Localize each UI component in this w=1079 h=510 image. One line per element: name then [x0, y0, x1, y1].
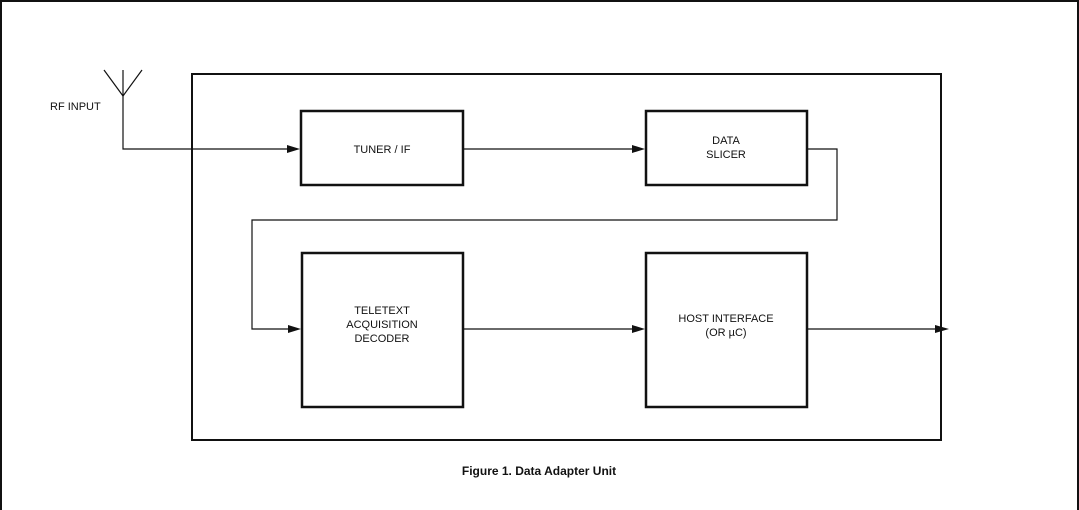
data-slicer-block	[644, 109, 809, 187]
host-label-line2: (OR µC)	[705, 327, 746, 339]
tuner-if-label: TUNER / IF	[354, 144, 411, 156]
arrowhead-output	[935, 325, 949, 333]
figure-caption: Figure 1. Data Adapter Unit	[462, 464, 616, 478]
wire-slicer-to-decoder	[251, 148, 838, 330]
data-slicer-label-line1: DATA	[712, 135, 740, 147]
data-slicer-label-line2: SLICER	[706, 149, 746, 161]
teletext-decoder-block	[300, 251, 465, 409]
host-interface-block	[644, 251, 809, 409]
arrowhead-slicer	[632, 145, 645, 153]
decoder-label-line1: TELETEXT	[354, 305, 410, 317]
rf-input-label: RF INPUT	[50, 101, 101, 113]
unit-enclosure	[191, 73, 942, 441]
host-label-line1: HOST INTERFACE	[678, 313, 773, 325]
tuner-if-block	[299, 109, 465, 187]
decoder-label-line3: DECODER	[354, 333, 409, 345]
arrowhead-decoder	[288, 325, 301, 333]
antenna-icon	[103, 69, 143, 97]
decoder-label-line2: ACQUISITION	[346, 319, 418, 331]
arrowhead-host	[632, 325, 645, 333]
wire-antenna-to-tuner	[122, 96, 288, 150]
arrowhead-tuner	[287, 145, 300, 153]
